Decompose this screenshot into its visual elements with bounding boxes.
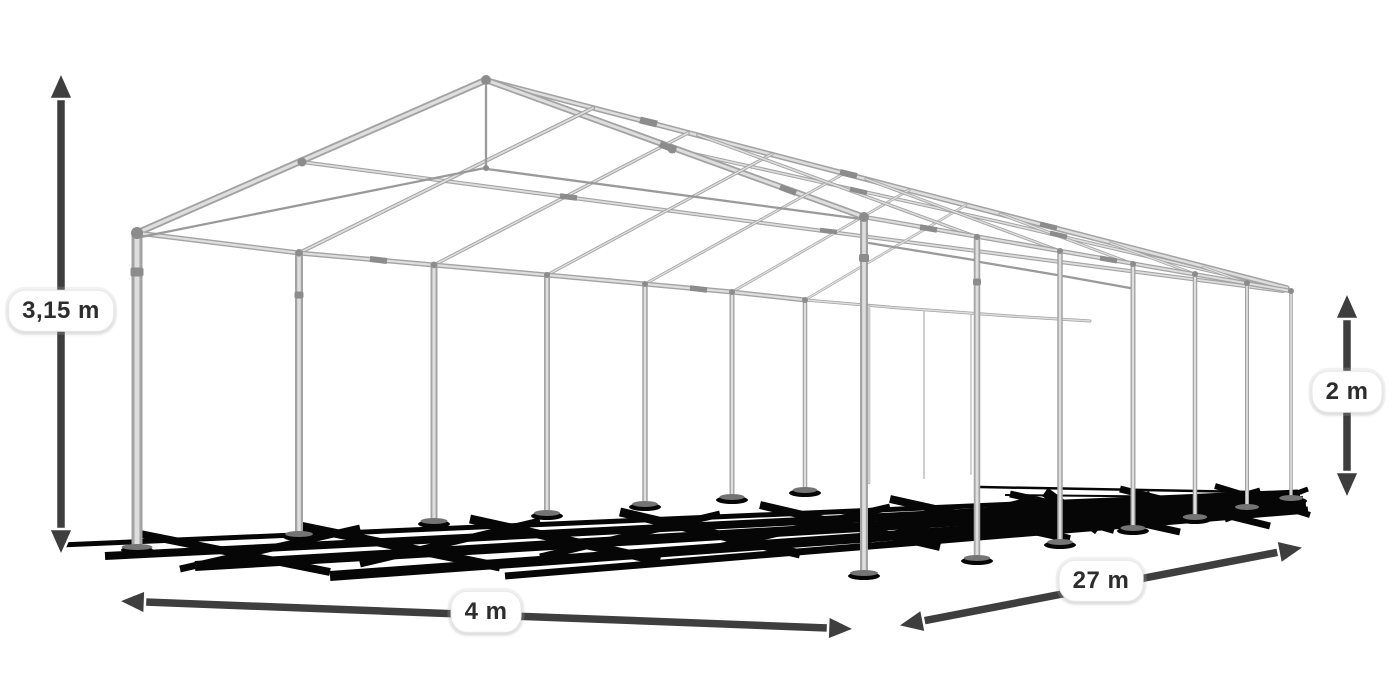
dimension-label-width: 4 m xyxy=(450,590,522,634)
dimension-label-length: 27 m xyxy=(1058,559,1144,603)
dimension-label-height: 3,15 m xyxy=(8,289,114,333)
dimension-label-side-height: 2 m xyxy=(1311,370,1383,414)
frame-structure xyxy=(121,75,1307,580)
